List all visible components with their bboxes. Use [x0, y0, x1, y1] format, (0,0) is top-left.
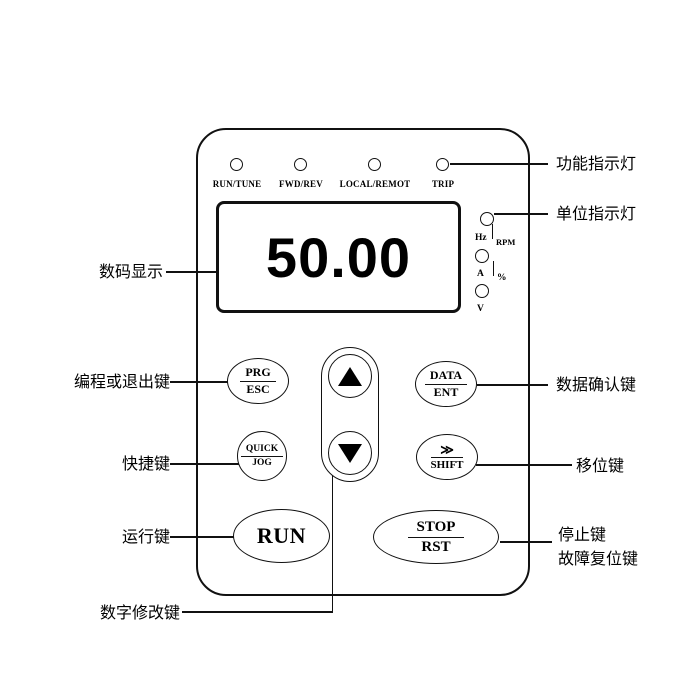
- stop-rst-button[interactable]: STOP RST: [373, 510, 499, 564]
- callout-line-quick: [170, 463, 239, 465]
- led-label-local-remot: LOCAL/REMOT: [339, 179, 411, 189]
- callout-prg: 编程或退出键: [73, 374, 170, 391]
- callout-unit-leds: 单位指示灯: [556, 206, 637, 223]
- led-local-remot: [368, 158, 381, 171]
- unit-label-rpm: RPM: [496, 237, 516, 247]
- led-fwd-rev: [294, 158, 307, 171]
- callout-fault-reset: 故障复位键: [558, 551, 639, 568]
- unit-label-hz: Hz: [475, 233, 487, 243]
- callout-line-digits-vertical: [331, 440, 333, 612]
- led-label-trip: TRIP: [431, 179, 455, 189]
- callout-line-stop: [500, 541, 552, 543]
- run-label: RUN: [256, 523, 307, 548]
- callout-line-function-leds: [450, 163, 548, 165]
- led-label-fwd-rev: FWD/REV: [279, 179, 323, 189]
- shift-button[interactable]: ≫ SHIFT: [416, 434, 478, 480]
- callout-quick: 快捷键: [121, 456, 170, 473]
- callout-line-run: [170, 536, 235, 538]
- callout-shift: 移位键: [576, 458, 625, 475]
- display-value: 50.00: [265, 225, 412, 289]
- prg-label: PRG: [240, 366, 276, 382]
- data-label: DATA: [424, 369, 468, 385]
- triangle-down-icon: [338, 443, 362, 463]
- rst-label: RST: [421, 538, 451, 555]
- callout-stop: 停止键: [558, 527, 607, 544]
- unit-connector-2: [493, 261, 495, 276]
- shift-label: SHIFT: [430, 459, 464, 472]
- quick-label: QUICK: [240, 444, 284, 457]
- quick-jog-button[interactable]: QUICK JOG: [237, 431, 287, 481]
- callout-display: 数码显示: [98, 264, 163, 281]
- unit-label-v: V: [477, 304, 484, 314]
- shift-chevrons-icon: ≫: [431, 442, 463, 459]
- run-button[interactable]: RUN: [233, 509, 330, 563]
- esc-label: ESC: [246, 381, 270, 396]
- stop-label: STOP: [407, 519, 465, 538]
- led-label-run-tune: RUN/TUNE: [212, 179, 262, 189]
- callout-function-leds: 功能指示灯: [556, 156, 637, 173]
- unit-led-v: [475, 284, 489, 298]
- callout-line-data: [477, 384, 548, 386]
- unit-led-hz-rpm: [480, 212, 494, 226]
- unit-led-a-pct: [475, 249, 489, 263]
- callout-line-unit-leds: [494, 213, 548, 215]
- up-arrow-button[interactable]: [328, 354, 372, 398]
- callout-line-shift: [476, 464, 572, 466]
- callout-line-digits-horizontal: [182, 611, 333, 613]
- unit-connector-1: [492, 224, 494, 239]
- down-arrow-button[interactable]: [328, 431, 372, 475]
- prg-esc-button[interactable]: PRG ESC: [227, 358, 289, 404]
- jog-label: JOG: [252, 457, 272, 468]
- callout-digits: 数字修改键: [99, 605, 180, 622]
- unit-label-a: A: [477, 269, 484, 279]
- callout-run: 运行键: [121, 529, 170, 546]
- callout-line-display: [166, 271, 222, 273]
- callout-line-prg: [170, 381, 229, 383]
- callout-data: 数据确认键: [556, 377, 637, 394]
- triangle-up-icon: [338, 366, 362, 386]
- unit-label-pct: %: [497, 273, 507, 283]
- digital-display: 50.00: [216, 201, 461, 313]
- led-run-tune: [230, 158, 243, 171]
- led-trip: [436, 158, 449, 171]
- data-ent-button[interactable]: DATA ENT: [415, 361, 477, 407]
- ent-label: ENT: [433, 384, 459, 399]
